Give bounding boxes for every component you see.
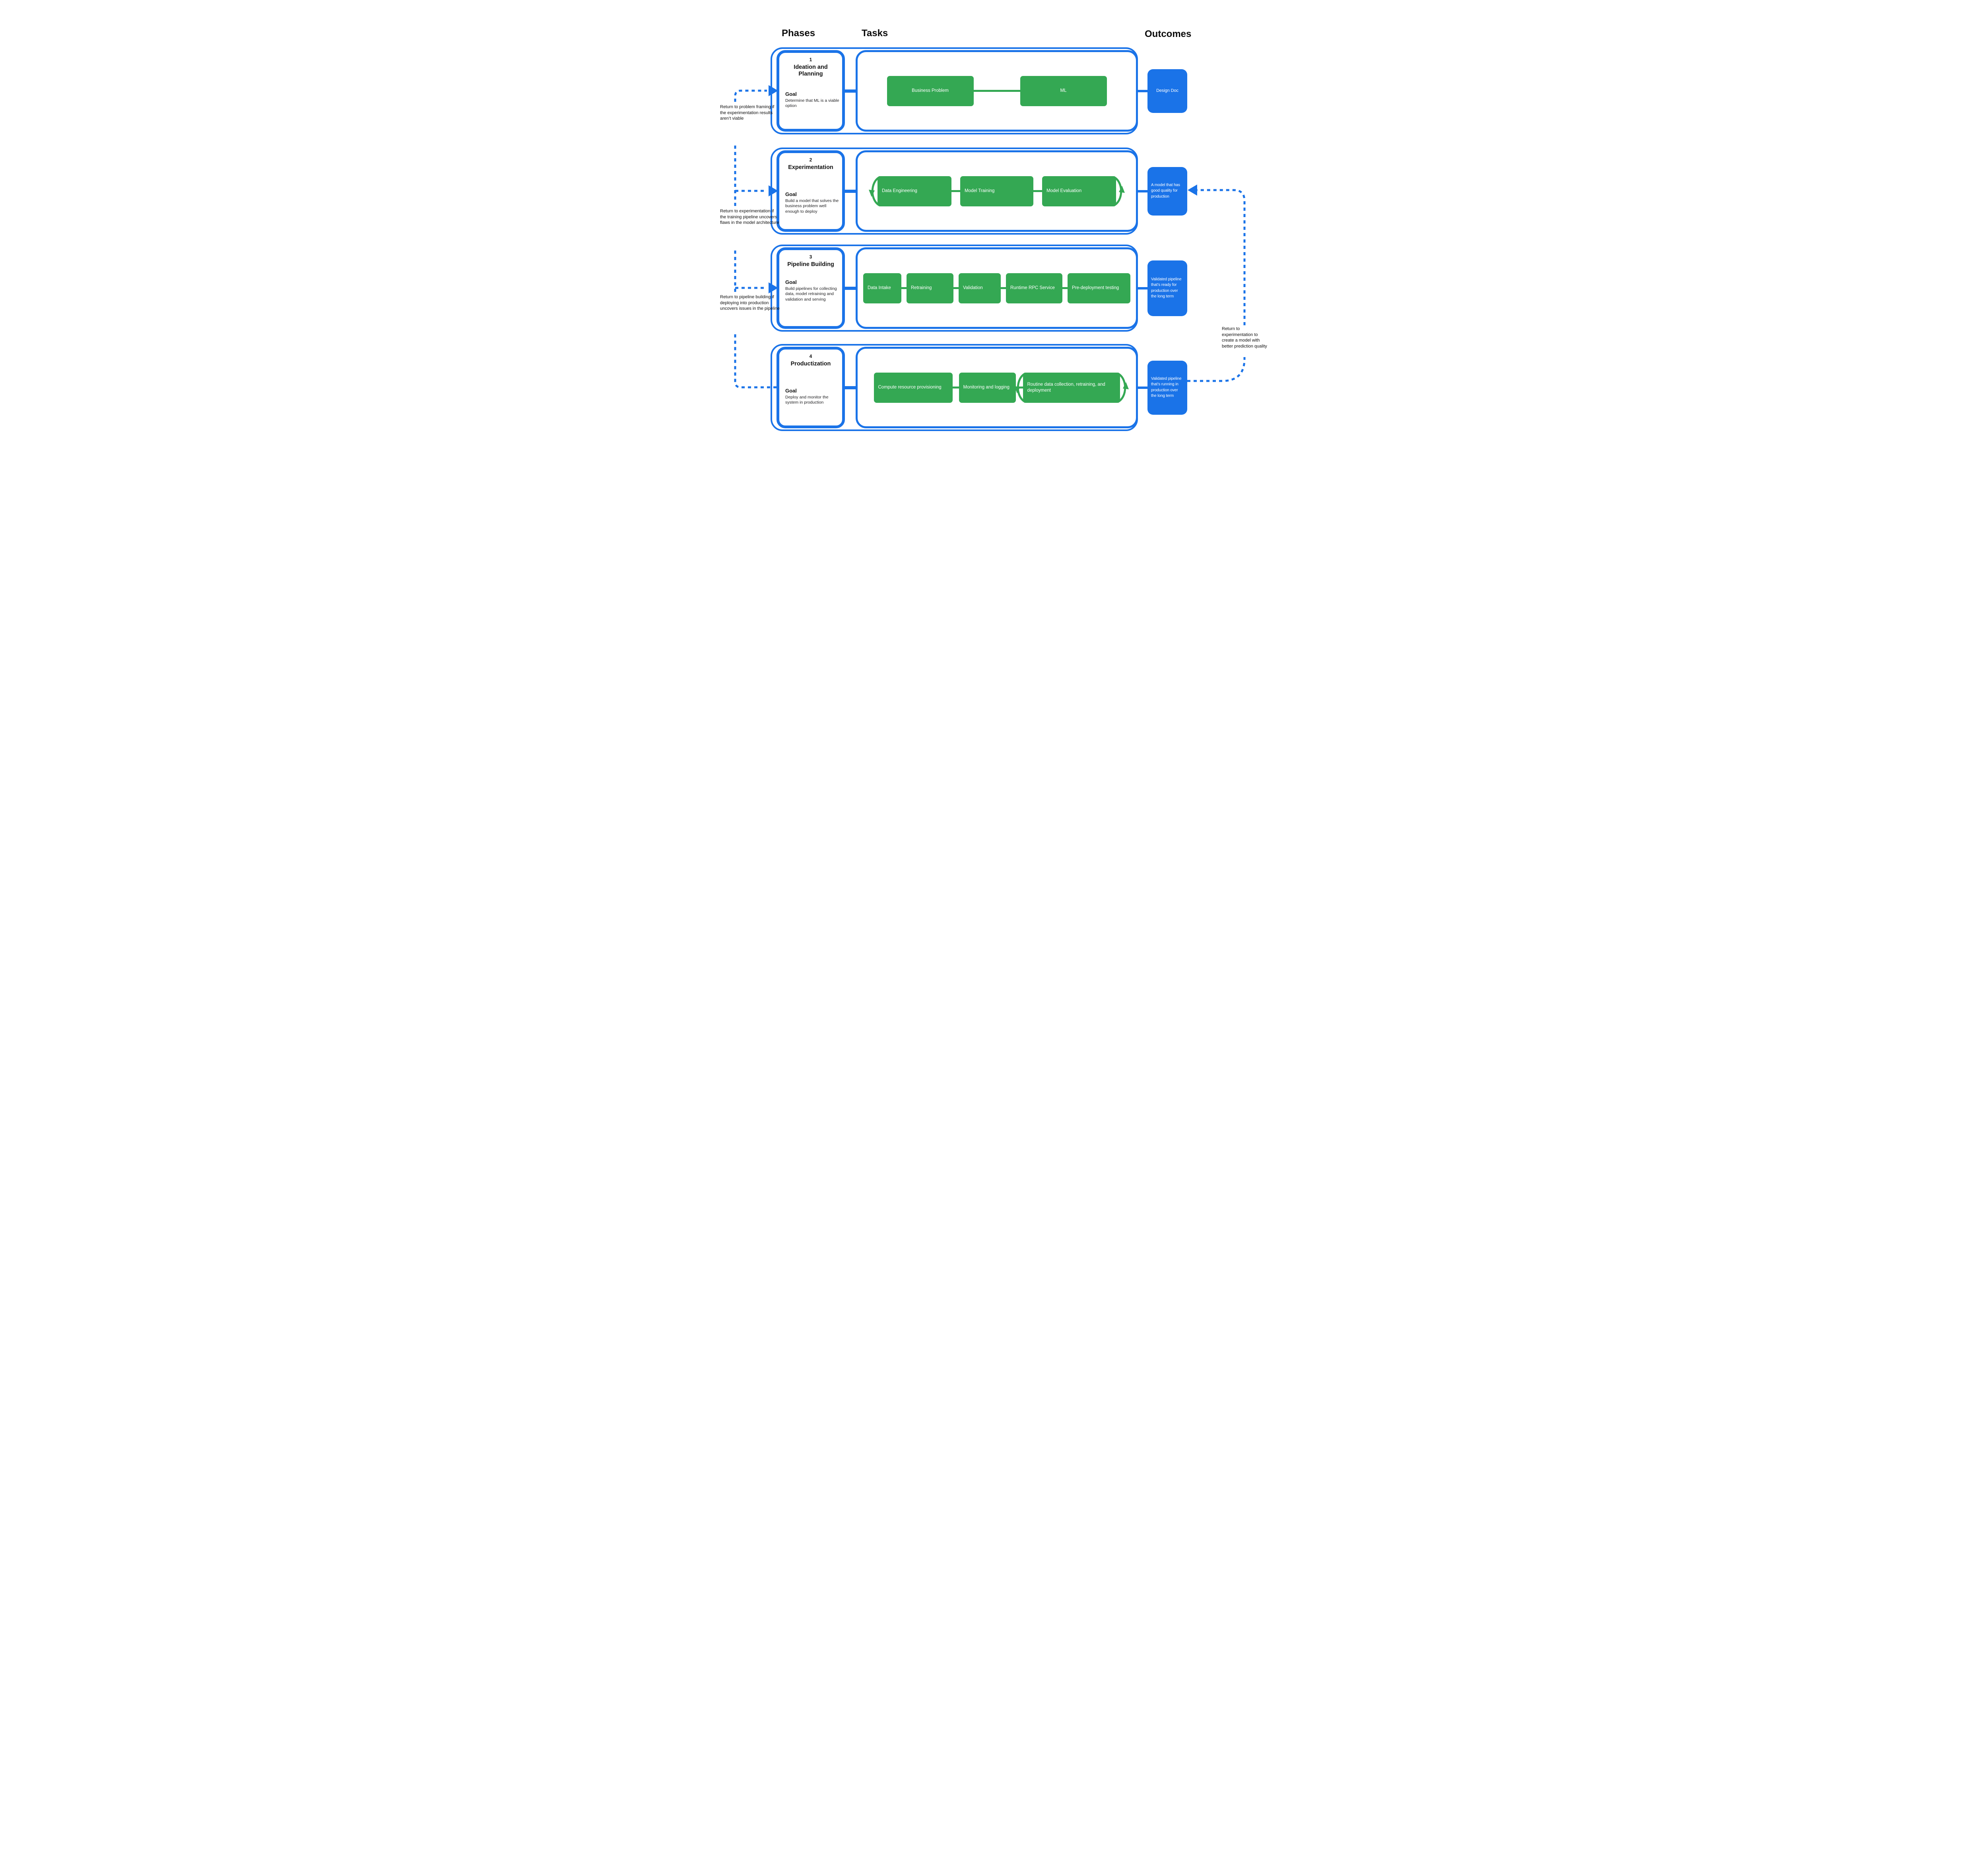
outcome-box-validated-pipeline-ready: Validated pipeline that’s ready for prod… — [1147, 260, 1187, 316]
task-connector-line — [952, 387, 959, 389]
phase-row-pipeline-building: Data Intake Retraining Validation Runtim… — [712, 245, 1276, 332]
task-label: Pre-deployment testing — [1072, 286, 1119, 291]
column-header-tasks: Tasks — [862, 28, 888, 39]
outcome-box-design-doc: Design Doc — [1147, 69, 1187, 113]
phase-card-ideation-and-planning: 1 Ideation and Planning Goal Determine t… — [777, 50, 845, 132]
task-label: Data Engineering — [882, 188, 917, 194]
phase-card-experimentation: 2 Experimentation Goal Build a model tha… — [777, 150, 845, 232]
annotation-return-pipeline-building: Return to pipeline building if deploying… — [720, 295, 780, 311]
task-node: Business Problem — [887, 76, 974, 106]
goal-label: Goal — [785, 191, 797, 197]
task-label: ML — [1060, 88, 1067, 93]
task-node: Runtime RPC Service — [1006, 273, 1062, 303]
task-connector-line — [901, 287, 907, 289]
tasks-outcome-connector — [1136, 89, 1149, 92]
task-label: Model Training — [965, 188, 995, 194]
outcome-label: Validated pipeline that’s running in pro… — [1151, 376, 1182, 398]
task-connector-line — [1033, 190, 1042, 192]
phase-number: 4 — [809, 354, 812, 359]
task-node: Model Evaluation — [1042, 176, 1116, 206]
phase-row-experimentation: Data Engineering Model Training Model Ev… — [712, 148, 1276, 235]
column-header-phases: Phases — [782, 28, 815, 39]
phase-tasks-connector — [843, 189, 858, 193]
task-connector-line — [973, 90, 1020, 92]
outcome-box-validated-pipeline-running: Validated pipeline that’s running in pro… — [1147, 360, 1187, 415]
left-return-path — [734, 89, 777, 389]
task-node: Routine data collection, retraining, and… — [1023, 372, 1120, 403]
task-connector-line — [1001, 287, 1006, 289]
task-label: Data Intake — [868, 286, 891, 291]
goal-label: Goal — [785, 91, 797, 97]
task-label: Routine data collection, retraining, and… — [1027, 382, 1105, 393]
annotation-return-better-prediction: Return to experimentation to create a mo… — [1222, 326, 1267, 349]
task-node: Compute resource provisioning — [874, 372, 953, 403]
task-node: Data Intake — [863, 273, 901, 303]
goal-label: Goal — [785, 387, 797, 394]
phase-card-pipeline-building: 3 Pipeline Building Goal Build pipelines… — [777, 247, 845, 329]
task-label: Compute resource provisioning — [878, 385, 942, 390]
task-node: Pre-deployment testing — [1068, 273, 1130, 303]
phase-title: Productization — [790, 361, 831, 367]
phase-title: Ideation and Planning — [794, 64, 828, 78]
column-header-outcomes: Outcomes — [1145, 29, 1192, 39]
task-label: Model Evaluation — [1046, 188, 1082, 194]
task-node: Validation — [959, 273, 1001, 303]
task-label: Validation — [963, 286, 983, 291]
goal-text: Build a model that solves the business p… — [785, 198, 839, 214]
phase-tasks-connector — [843, 386, 858, 389]
goal-text: Deploy and monitor the system in product… — [785, 394, 829, 405]
loop-arrow-right-icon — [1113, 176, 1125, 206]
task-node: Data Engineering — [878, 176, 951, 206]
phase-number: 1 — [809, 57, 812, 62]
task-connector-line — [1062, 287, 1068, 289]
phase-tasks-connector — [843, 89, 858, 93]
phase-number: 3 — [809, 254, 812, 260]
tasks-container: Data Engineering Model Training Model Ev… — [856, 150, 1138, 232]
outcome-label: Validated pipeline that’s ready for prod… — [1151, 277, 1182, 299]
loop-arrow-right-icon — [1117, 372, 1129, 403]
outcome-box-quality-model: A model that has good quality for produc… — [1147, 167, 1187, 216]
goal-label: Goal — [785, 279, 797, 285]
phase-row-ideation: Business Problem ML 1 Ideation and Plann… — [712, 47, 1276, 134]
tasks-container: Data Intake Retraining Validation Runtim… — [856, 247, 1138, 329]
phase-row-productization: Compute resource provisioning Monitoring… — [712, 344, 1276, 431]
phase-card-productization: 4 Productization Goal Deploy and monitor… — [777, 347, 845, 428]
loop-arrow-left-icon — [869, 176, 880, 206]
task-connector-line — [951, 190, 960, 192]
goal-text: Determine that ML is a viable option — [785, 98, 839, 109]
task-connector-line — [953, 287, 959, 289]
outcome-label: Design Doc — [1156, 88, 1178, 93]
tasks-container: Business Problem ML — [856, 50, 1138, 132]
task-node: Retraining — [907, 273, 953, 303]
annotation-return-experimentation: Return to experimentation if the trainin… — [720, 209, 779, 225]
phase-title: Experimentation — [788, 164, 833, 171]
phase-title: Pipeline Building — [787, 261, 834, 268]
tasks-outcome-connector — [1136, 287, 1149, 289]
task-label: Retraining — [911, 286, 932, 291]
task-node: Monitoring and logging — [959, 372, 1016, 403]
tasks-outcome-connector — [1136, 386, 1149, 389]
annotation-return-problem-framing: Return to problem framing if the experim… — [720, 105, 775, 121]
ml-workflow-diagram: Phases Tasks Outcomes Business Problem M… — [712, 0, 1276, 465]
phase-number: 2 — [809, 157, 812, 163]
task-node: ML — [1020, 76, 1107, 106]
phase-tasks-connector — [843, 286, 858, 290]
task-label: Monitoring and logging — [963, 385, 1010, 390]
tasks-container: Compute resource provisioning Monitoring… — [856, 347, 1138, 428]
task-label: Runtime RPC Service — [1010, 286, 1055, 291]
outcome-label: A model that has good quality for produc… — [1151, 183, 1180, 199]
task-node: Model Training — [960, 176, 1033, 206]
tasks-outcome-connector — [1136, 190, 1149, 192]
task-label: Business Problem — [912, 88, 949, 93]
goal-text: Build pipelines for collecting data, mod… — [785, 286, 837, 302]
